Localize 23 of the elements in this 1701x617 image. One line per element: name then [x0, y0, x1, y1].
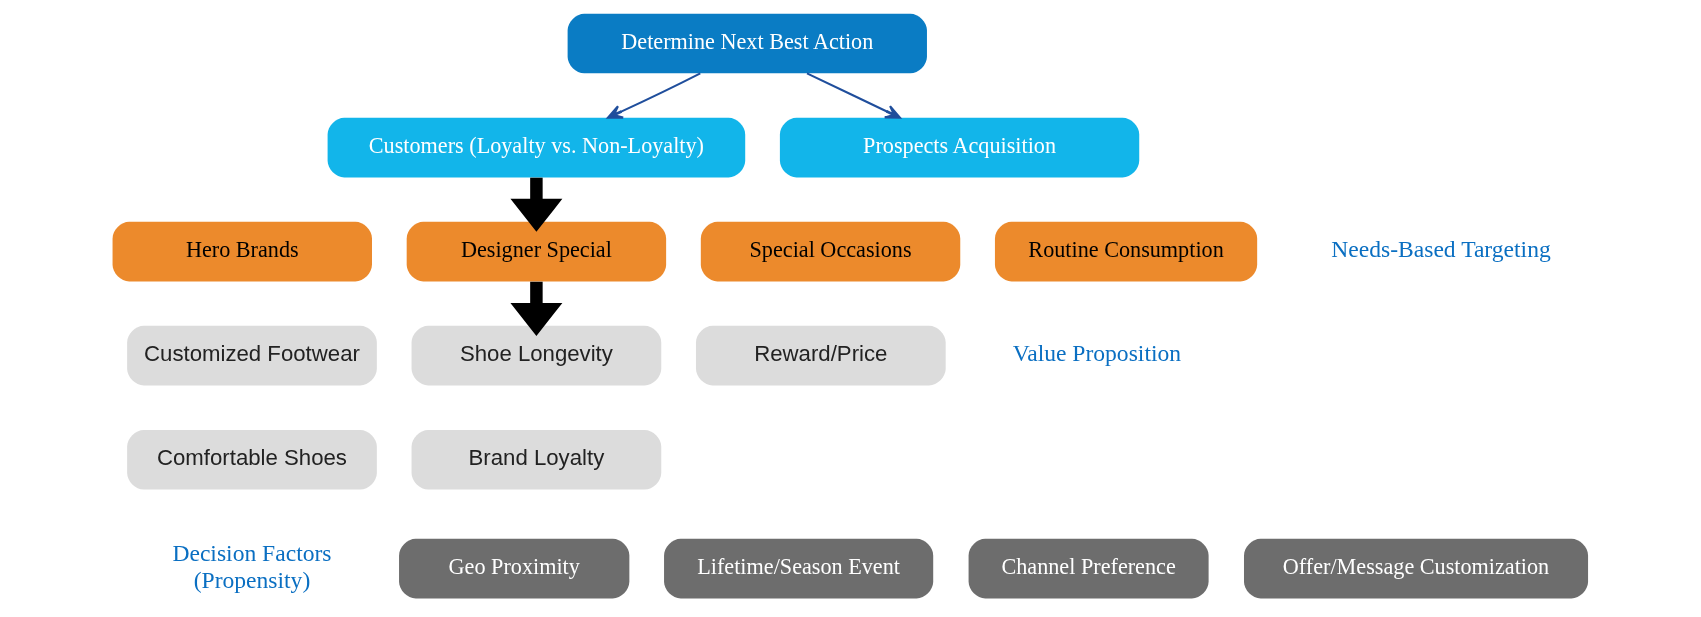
node-box: Channel Preference: [968, 538, 1209, 599]
node-box: Customers (Loyalty vs. Non-Loyalty): [327, 117, 745, 178]
node-box: Lifetime/Season Event: [663, 538, 933, 599]
node-box: Geo Proximity: [398, 538, 629, 599]
node-box: Designer Special: [406, 221, 666, 282]
node-box: Prospects Acquisition: [779, 117, 1139, 178]
node-box: Customized Footwear: [126, 325, 377, 386]
node-box: Routine Consumption: [994, 221, 1257, 282]
node-box: Shoe Longevity: [411, 325, 661, 386]
label: Decision Factors (Propensity): [171, 540, 332, 593]
label: Needs-Based Targeting: [1330, 236, 1551, 263]
node-box: Hero Brands: [112, 221, 372, 282]
arrow: [806, 72, 901, 119]
arrow: [509, 177, 562, 232]
node-box: Determine Next Best Action: [567, 13, 927, 74]
arrow: [509, 281, 562, 336]
node-box: Comfortable Shoes: [126, 429, 377, 490]
label: Value Proposition: [1012, 340, 1181, 367]
node-box: Special Occasions: [700, 221, 960, 282]
node-box: Brand Loyalty: [411, 429, 661, 490]
node-box: Offer/Message Customization: [1243, 538, 1588, 599]
node-box: Reward/Price: [695, 325, 946, 386]
arrow: [606, 72, 701, 119]
